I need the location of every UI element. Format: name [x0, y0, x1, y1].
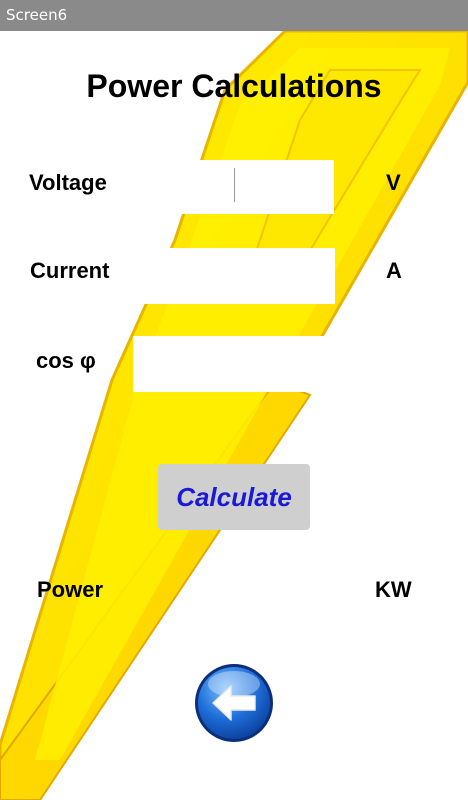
power-label: Power	[37, 577, 104, 602]
bolt-inner-shape	[35, 48, 450, 760]
text-cursor	[234, 168, 235, 202]
window-title: Screen6	[0, 0, 468, 31]
power-unit: KW	[375, 577, 412, 602]
cos-phi-label: cos φ	[36, 348, 96, 373]
current-unit: A	[386, 258, 402, 283]
voltage-unit: V	[386, 170, 401, 195]
page-title: Power Calculations	[86, 68, 382, 104]
voltage-label: Voltage	[29, 170, 107, 195]
cos-phi-input[interactable]	[133, 336, 333, 392]
back-button[interactable]	[193, 662, 275, 744]
calculate-button[interactable]: Calculate	[158, 464, 310, 530]
current-input[interactable]	[133, 248, 335, 304]
left-arrow-icon	[212, 685, 256, 721]
current-label: Current	[30, 258, 110, 283]
